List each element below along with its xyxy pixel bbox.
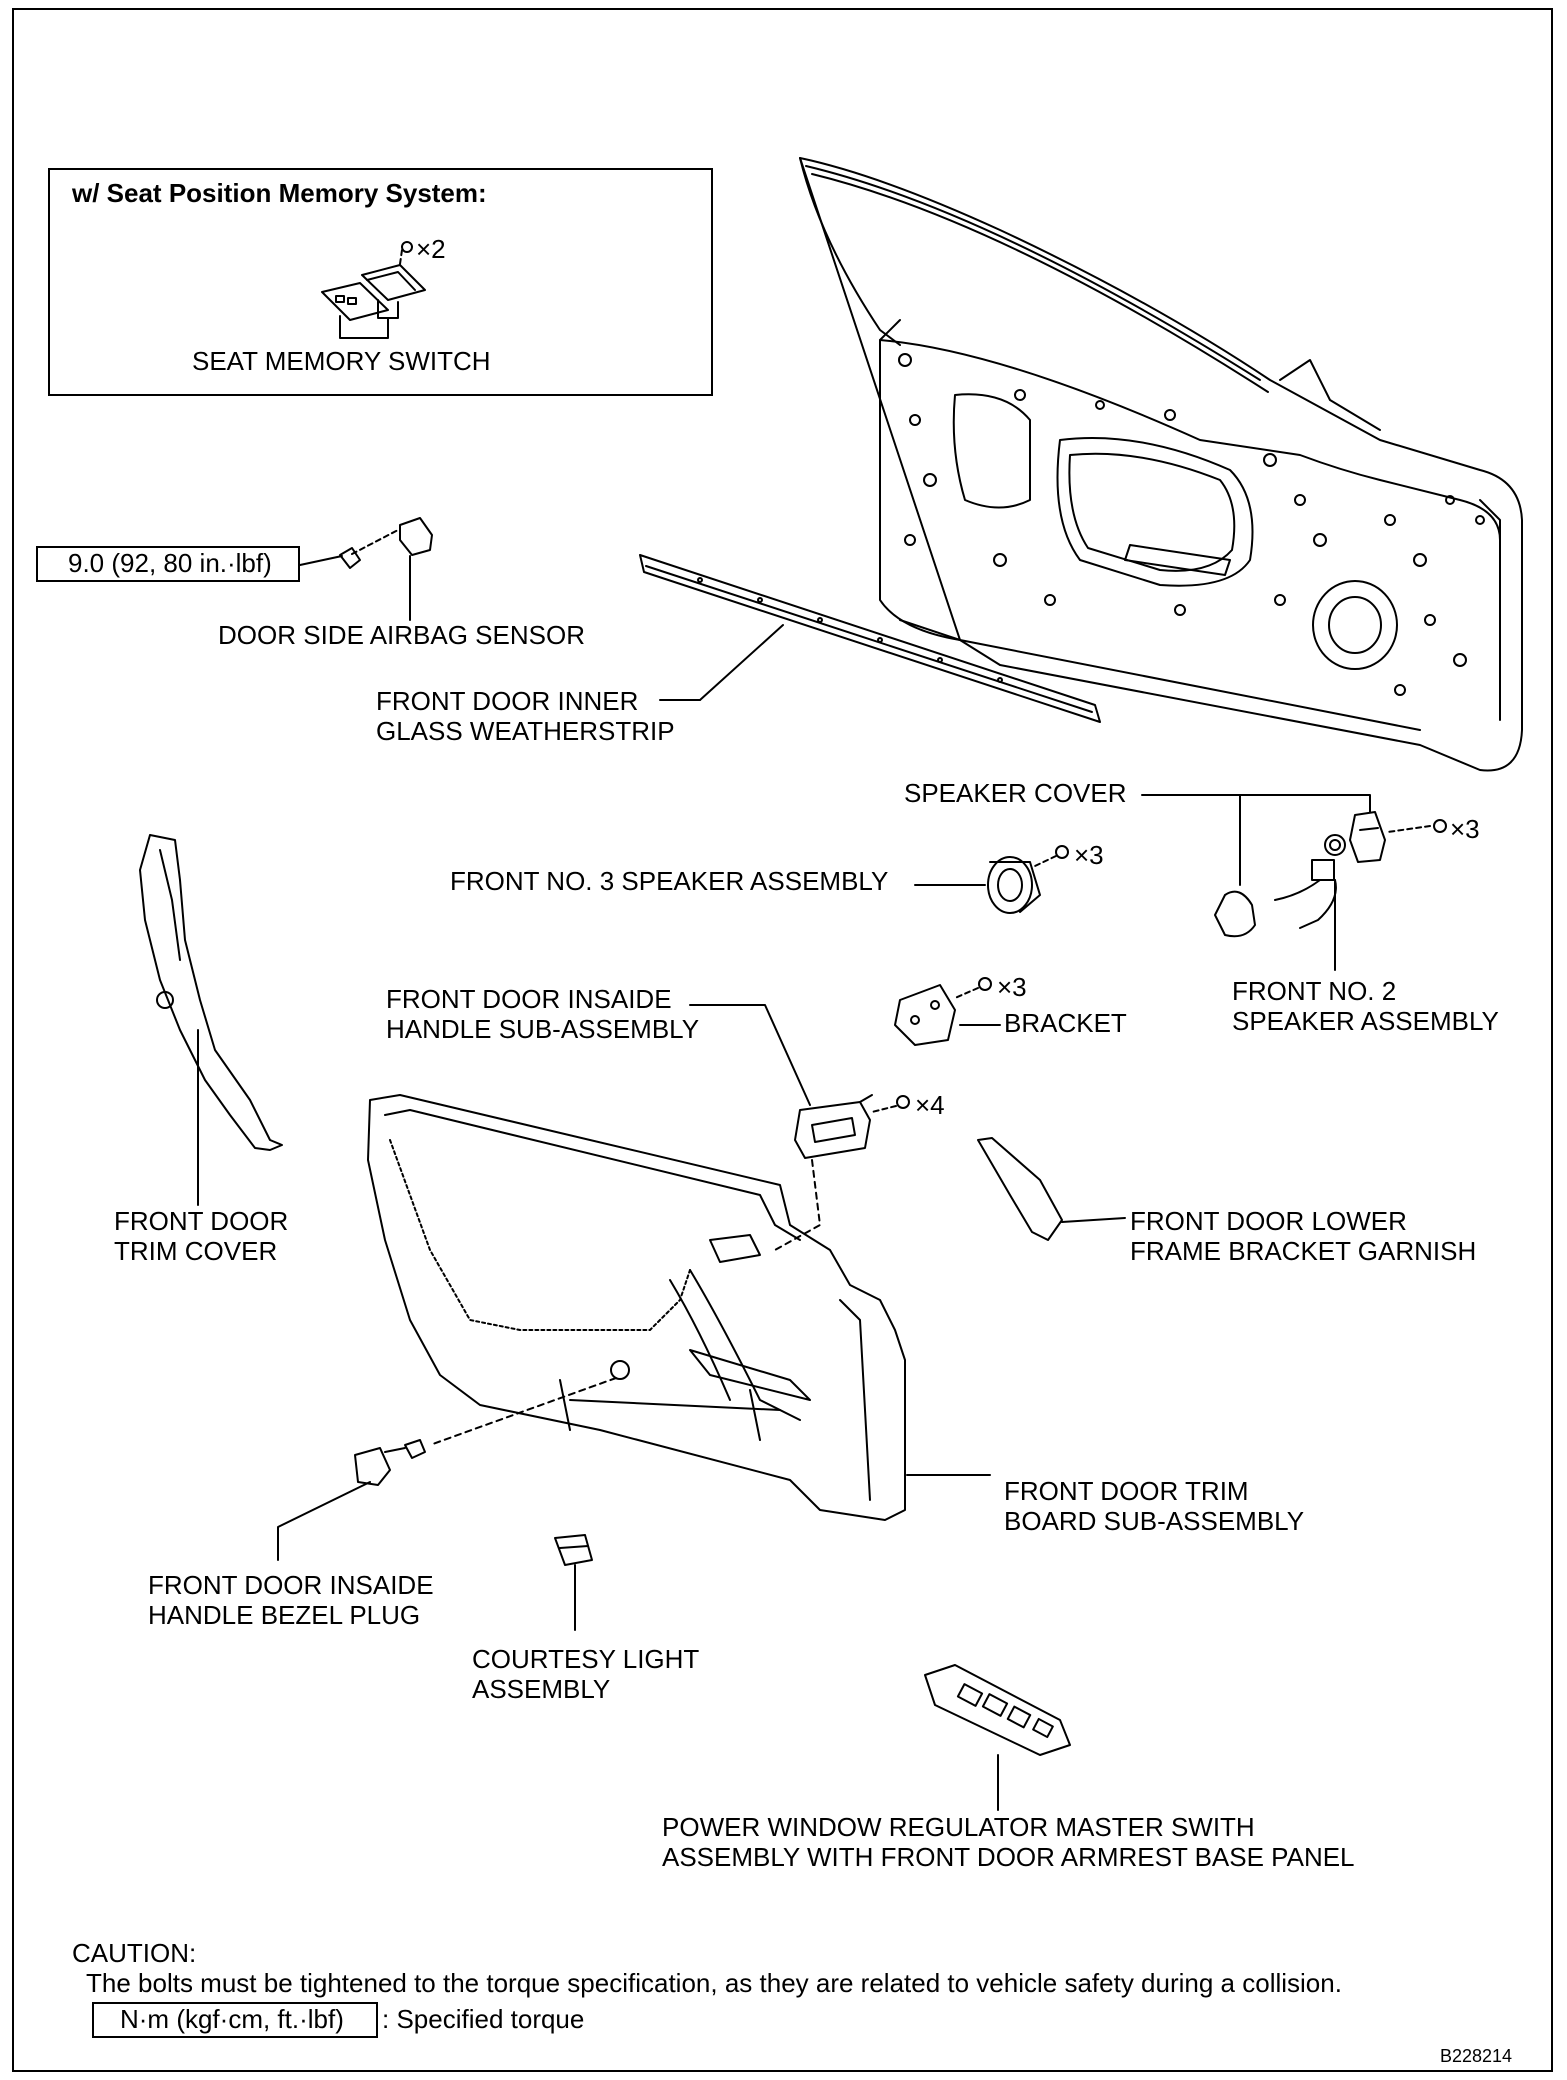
caution-text: The bolts must be tightened to the torqu… — [86, 1968, 1342, 1998]
seat-memory-inset: w/ Seat Position Memory System: — [48, 168, 713, 396]
trim-cover-label-line1: FRONT DOOR — [114, 1206, 289, 1236]
bracket-part — [894, 984, 956, 1046]
master-switch-label-line1: POWER WINDOW REGULATOR MASTER SWITH — [662, 1812, 1255, 1842]
trim-board-label-line2: BOARD SUB-ASSEMBLY — [1004, 1506, 1305, 1536]
seat-memory-switch-part — [321, 264, 426, 321]
trim-board-part — [367, 1094, 906, 1521]
inside-handle-label-line2: HANDLE SUB-ASSEMBLY — [386, 1014, 700, 1044]
trim-board-label-line1: FRONT DOOR TRIM — [1004, 1476, 1249, 1506]
torque-legend-box: N·m (kgf·cm, ft.·lbf) — [92, 2002, 378, 2038]
figure-code: B228214 — [1440, 2046, 1513, 2066]
bezel-plug-label-line2: HANDLE BEZEL PLUG — [148, 1600, 421, 1630]
courtesy-light-label-line1: COURTESY LIGHT — [472, 1644, 700, 1674]
no2-speaker-label-line1: FRONT NO. 2 — [1232, 976, 1397, 1006]
torque-value-box: 9.0 (92, 80 in.·lbf) — [36, 546, 300, 582]
lower-garnish-part — [977, 1137, 1063, 1241]
weatherstrip-part — [639, 554, 1101, 723]
lower-garnish-label-line2: FRAME BRACKET GARNISH — [1130, 1236, 1477, 1266]
seat-memory-qty: ×2 — [416, 234, 446, 264]
torque-legend-text: : Specified torque — [382, 2004, 585, 2034]
door-inner-panel — [799, 157, 1523, 772]
trim-cover-label-line2: TRIM COVER — [114, 1236, 278, 1266]
courtesy-light-label-line2: ASSEMBLY — [472, 1674, 611, 1704]
airbag-sensor-label: DOOR SIDE AIRBAG SENSOR — [218, 620, 585, 650]
handle-qty: ×4 — [915, 1090, 945, 1120]
courtesy-light-part — [554, 1534, 593, 1566]
speaker-cover-label: SPEAKER COVER — [904, 778, 1127, 808]
no3-speaker-qty: ×3 — [1074, 840, 1104, 870]
airbag-sensor-part — [299, 517, 433, 569]
bezel-plug-label-line1: FRONT DOOR INSAIDE — [148, 1570, 434, 1600]
seat-memory-switch-label: SEAT MEMORY SWITCH — [192, 346, 491, 376]
speaker-cover-qty: ×3 — [1450, 814, 1480, 844]
no3-speaker-part — [987, 856, 1041, 914]
weatherstrip-label-line1: FRONT DOOR INNER — [376, 686, 639, 716]
inside-handle-part — [794, 1094, 873, 1159]
bezel-plug-part — [354, 1439, 426, 1486]
master-switch-part — [924, 1664, 1071, 1756]
caution-heading: CAUTION: — [72, 1938, 197, 1968]
inset-title: w/ Seat Position Memory System: — [72, 178, 487, 208]
lower-garnish-label-line1: FRONT DOOR LOWER — [1130, 1206, 1407, 1236]
inside-handle-label-line1: FRONT DOOR INSAIDE — [386, 984, 672, 1014]
weatherstrip-label-line2: GLASS WEATHERSTRIP — [376, 716, 675, 746]
trim-cover-part — [139, 834, 283, 1151]
no2-speaker-label-line2: SPEAKER ASSEMBLY — [1232, 1006, 1499, 1036]
bracket-label: BRACKET — [1004, 1008, 1127, 1038]
bracket-qty: ×3 — [997, 972, 1027, 1002]
master-switch-label-line2: ASSEMBLY WITH FRONT DOOR ARMREST BASE PA… — [662, 1842, 1355, 1872]
no3-speaker-label: FRONT NO. 3 SPEAKER ASSEMBLY — [450, 866, 889, 896]
page-frame — [12, 8, 1553, 2072]
